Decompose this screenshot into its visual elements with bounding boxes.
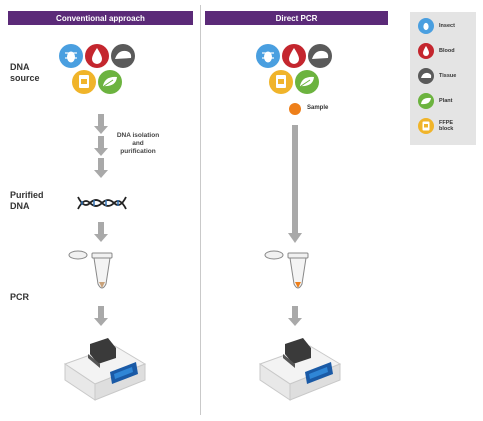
arrow-conv-2 (94, 136, 108, 156)
sample-label: Sample (307, 105, 329, 111)
conventional-header: Conventional approach (8, 11, 193, 25)
thermal-cycler-direct (258, 338, 342, 401)
legend-label-insect: Insect (439, 22, 455, 29)
arrow-conv-1 (94, 114, 108, 134)
legend-item-blood: Blood (418, 43, 469, 59)
arrow-conv-3 (94, 158, 108, 178)
row-label-dna-source: DNA source (10, 62, 40, 83)
plant-icon (295, 70, 319, 94)
isolation-step-note: DNA isolation and purification (116, 132, 160, 155)
pcr-tube-direct (264, 250, 309, 289)
legend-item-insect: Insect (418, 18, 469, 34)
plant-icon (98, 70, 122, 94)
legend-label-plant: Plant (439, 97, 453, 104)
arrow-conv-4 (94, 222, 108, 242)
tissue-icon (308, 44, 332, 68)
ffpe-block-icon (418, 118, 434, 134)
ffpe-block-icon (72, 70, 96, 94)
insect-icon (256, 44, 280, 68)
blood-icon (85, 44, 109, 68)
thermal-cycler-conventional (63, 338, 147, 401)
source-icons-conventional (59, 44, 135, 94)
legend-item-plant: Plant (418, 93, 469, 109)
arrow-direct-2 (288, 306, 302, 326)
insect-icon (59, 44, 83, 68)
legend-label-tissue: Tissue (439, 72, 457, 79)
arrow-conv-5 (94, 306, 108, 326)
direct-pcr-header: Direct PCR (205, 11, 388, 25)
tissue-icon (418, 68, 434, 84)
legend: Insect Blood Tissue Plant FFPE block (410, 12, 476, 145)
blood-icon (418, 43, 434, 59)
tissue-icon (111, 44, 135, 68)
legend-label-blood: Blood (439, 47, 455, 54)
blood-icon (282, 44, 306, 68)
plant-icon (418, 93, 434, 109)
insect-icon (418, 18, 434, 34)
row-label-pcr: PCR (10, 292, 30, 302)
pcr-tube-conventional (68, 250, 113, 289)
legend-item-tissue: Tissue (418, 68, 469, 84)
sample-dot (289, 103, 301, 115)
row-label-purified-dna: Purified DNA (10, 190, 44, 211)
source-icons-direct (256, 44, 332, 94)
ffpe-block-icon (269, 70, 293, 94)
arrow-direct-long (288, 125, 302, 243)
legend-item-ffpe-block: FFPE block (418, 118, 469, 134)
dna-helix-icon (77, 196, 127, 210)
column-divider (200, 5, 201, 415)
legend-label-ffpe-block: FFPE block (439, 119, 454, 133)
